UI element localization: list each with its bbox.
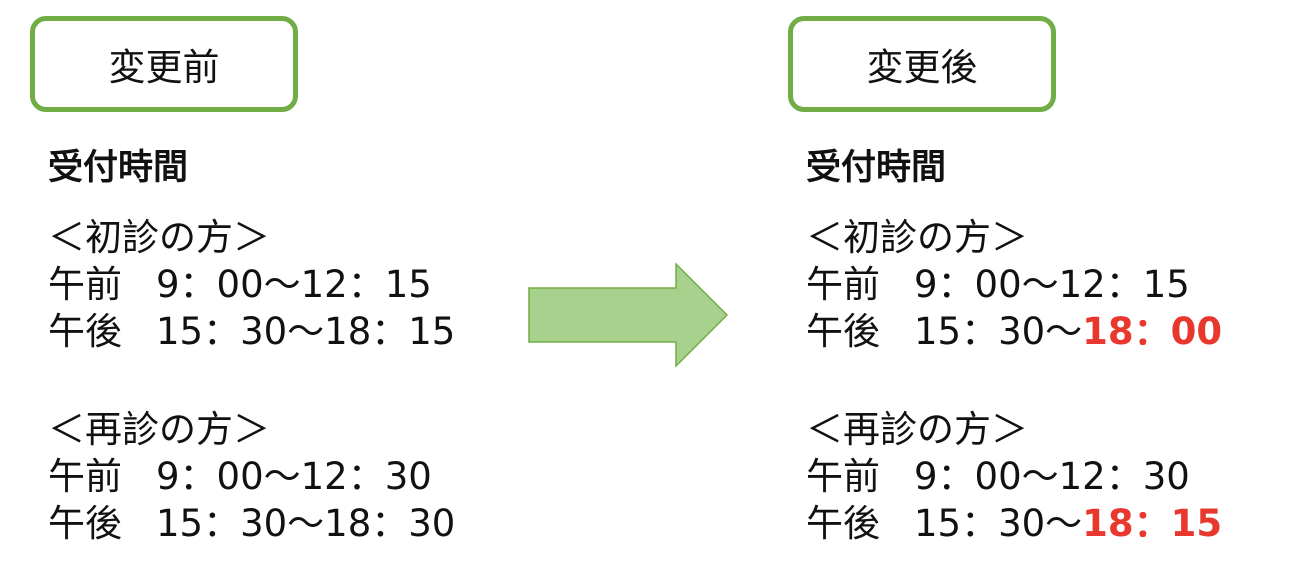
before-first-visit-section: ＜初診の方＞ 午前 9：00〜12：15 午後 15：30〜18：15 xyxy=(48,214,455,355)
after-return-visit-pm-time-end: 18：15 xyxy=(1082,502,1223,545)
before-return-visit-section: ＜再診の方＞ 午前 9：00〜12：30 午後 15：30〜18：30 xyxy=(48,406,455,547)
after-return-visit-title: ＜再診の方＞ xyxy=(806,408,1028,451)
before-heading: 受付時間 xyxy=(48,148,189,188)
before-return-visit-title: ＜再診の方＞ xyxy=(48,408,270,451)
right-arrow-icon xyxy=(528,262,729,368)
after-heading: 受付時間 xyxy=(806,148,947,188)
after-return-visit-am-row: 午前 9：00〜12：30 xyxy=(806,453,1222,500)
after-first-visit-pm-time-end: 18：00 xyxy=(1082,310,1223,353)
before-first-visit-am-time: 9：00〜12：15 xyxy=(156,263,432,306)
after-return-visit-pm-time-start: 15：30〜 xyxy=(914,502,1083,545)
before-label-box: 変更前 xyxy=(30,16,298,112)
before-return-visit-pm-row: 午後 15：30〜18：30 xyxy=(48,500,455,547)
before-first-visit-title: ＜初診の方＞ xyxy=(48,216,270,259)
after-first-visit-title: ＜初診の方＞ xyxy=(806,216,1028,259)
after-first-visit-section: ＜初診の方＞ 午前 9：00〜12：15 午後 15：30〜18：00 xyxy=(806,214,1222,355)
before-first-visit-am-label: 午前 xyxy=(48,263,122,306)
arrow-shape xyxy=(528,262,729,368)
after-return-visit-section: ＜再診の方＞ 午前 9：00〜12：30 午後 15：30〜18：15 xyxy=(806,406,1222,547)
after-first-visit-pm-label: 午後 xyxy=(806,310,880,353)
after-return-visit-am-label: 午前 xyxy=(806,455,880,498)
after-first-visit-pm-row: 午後 15：30〜18：00 xyxy=(806,308,1222,355)
after-return-visit-am-time: 9：00〜12：30 xyxy=(914,455,1190,498)
after-return-visit-pm-label: 午後 xyxy=(806,502,880,545)
before-column: 変更前 受付時間 ＜初診の方＞ 午前 9：00〜12：15 午後 15：30〜18：… xyxy=(0,0,520,574)
before-label: 変更前 xyxy=(108,46,220,89)
before-return-visit-am-row: 午前 9：00〜12：30 xyxy=(48,453,455,500)
before-first-visit-pm-row: 午後 15：30〜18：15 xyxy=(48,308,455,355)
after-first-visit-pm-time-start: 15：30〜 xyxy=(914,310,1083,353)
after-label-box: 変更後 xyxy=(788,16,1056,112)
before-first-visit-pm-label: 午後 xyxy=(48,310,122,353)
after-return-visit-pm-row: 午後 15：30〜18：15 xyxy=(806,500,1222,547)
after-label: 変更後 xyxy=(866,46,978,89)
before-return-visit-am-label: 午前 xyxy=(48,455,122,498)
before-return-visit-pm-label: 午後 xyxy=(48,502,122,545)
before-first-visit-am-row: 午前 9：00〜12：15 xyxy=(48,261,455,308)
before-return-visit-pm-time: 15：30〜18：30 xyxy=(156,502,456,545)
after-first-visit-am-time: 9：00〜12：15 xyxy=(914,263,1190,306)
after-first-visit-am-row: 午前 9：00〜12：15 xyxy=(806,261,1222,308)
after-first-visit-am-label: 午前 xyxy=(806,263,880,306)
before-return-visit-am-time: 9：00〜12：30 xyxy=(156,455,432,498)
before-first-visit-pm-time: 15：30〜18：15 xyxy=(156,310,456,353)
